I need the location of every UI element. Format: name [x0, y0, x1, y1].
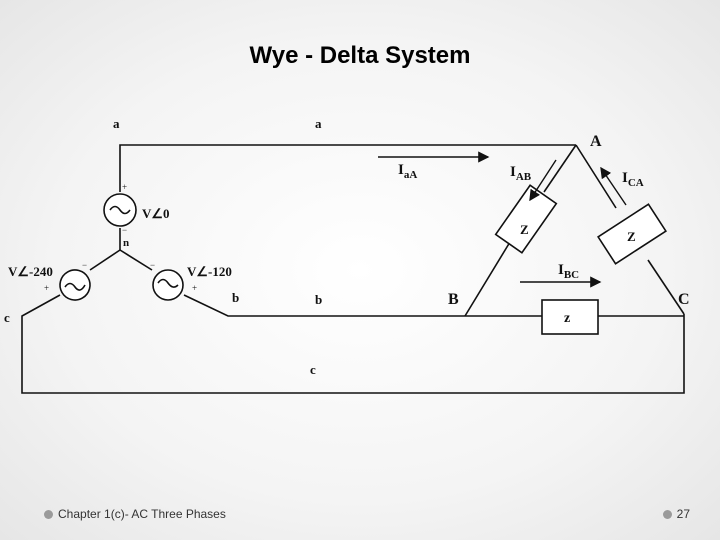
- impedance-box-BC: [541, 299, 599, 335]
- label-node-a-line: a: [315, 116, 322, 131]
- delta-side-AB-lower: [464, 241, 511, 317]
- label-impedance-BC: z: [564, 311, 570, 326]
- wire-line-a: [119, 144, 576, 192]
- footer-chapter-text: Chapter 1(c)- AC Three Phases: [58, 507, 226, 521]
- polarity-source-a-minus: −: [122, 225, 127, 235]
- page-number: 27: [676, 507, 690, 521]
- label-node-C: C: [678, 291, 690, 308]
- label-node-b-line: b: [315, 292, 322, 307]
- polarity-source-b-minus: −: [150, 260, 155, 270]
- polarity-source-b-plus: +: [192, 283, 197, 293]
- label-current-BC: IBC: [558, 262, 579, 281]
- impedance-box-CA: [597, 203, 667, 265]
- voltage-source-b: [152, 269, 184, 301]
- voltage-source-c: [59, 269, 91, 301]
- wire-line-b: [183, 294, 465, 317]
- footer-page: 27: [662, 507, 690, 521]
- label-node-b-source: b: [232, 290, 239, 305]
- label-source-a: V∠0: [142, 206, 170, 221]
- delta-side-CA-upper: [575, 144, 617, 209]
- label-current-CA: ICA: [622, 170, 644, 189]
- wire-source-c-out: [21, 294, 685, 394]
- delta-side-AB-upper: [543, 144, 577, 193]
- label-current-AB: IAB: [510, 164, 532, 183]
- label-current-aA: IaA: [398, 162, 417, 181]
- wire-wye-leg-c: [89, 249, 121, 271]
- label-node-n: n: [123, 237, 129, 249]
- slide-title: Wye - Delta System: [249, 42, 471, 69]
- footer-chapter: Chapter 1(c)- AC Three Phases: [44, 507, 226, 521]
- polarity-source-c-minus: −: [82, 260, 87, 270]
- page-bullet-icon: [662, 509, 672, 519]
- voltage-source-a: [103, 193, 137, 227]
- wire-wye-leg-b: [119, 249, 153, 271]
- footer-bullet-icon: [44, 509, 53, 519]
- arrow-current-CA: [600, 166, 627, 206]
- label-impedance-CA: Z: [627, 229, 636, 244]
- label-node-B: B: [448, 291, 459, 308]
- label-node-a-source: a: [113, 116, 120, 131]
- label-source-c: V∠-240: [8, 264, 53, 279]
- arrow-current-AB: [529, 159, 557, 202]
- label-node-A: A: [590, 133, 602, 150]
- label-impedance-AB: Z: [520, 222, 529, 237]
- label-source-b: V∠-120: [187, 264, 232, 279]
- label-node-c-line: c: [310, 362, 316, 377]
- impedance-box-AB: [494, 184, 558, 254]
- polarity-source-c-plus: +: [44, 283, 49, 293]
- polarity-source-a-plus: +: [122, 182, 127, 192]
- delta-side-CA-lower: [647, 259, 685, 315]
- label-node-c-source: c: [4, 310, 10, 325]
